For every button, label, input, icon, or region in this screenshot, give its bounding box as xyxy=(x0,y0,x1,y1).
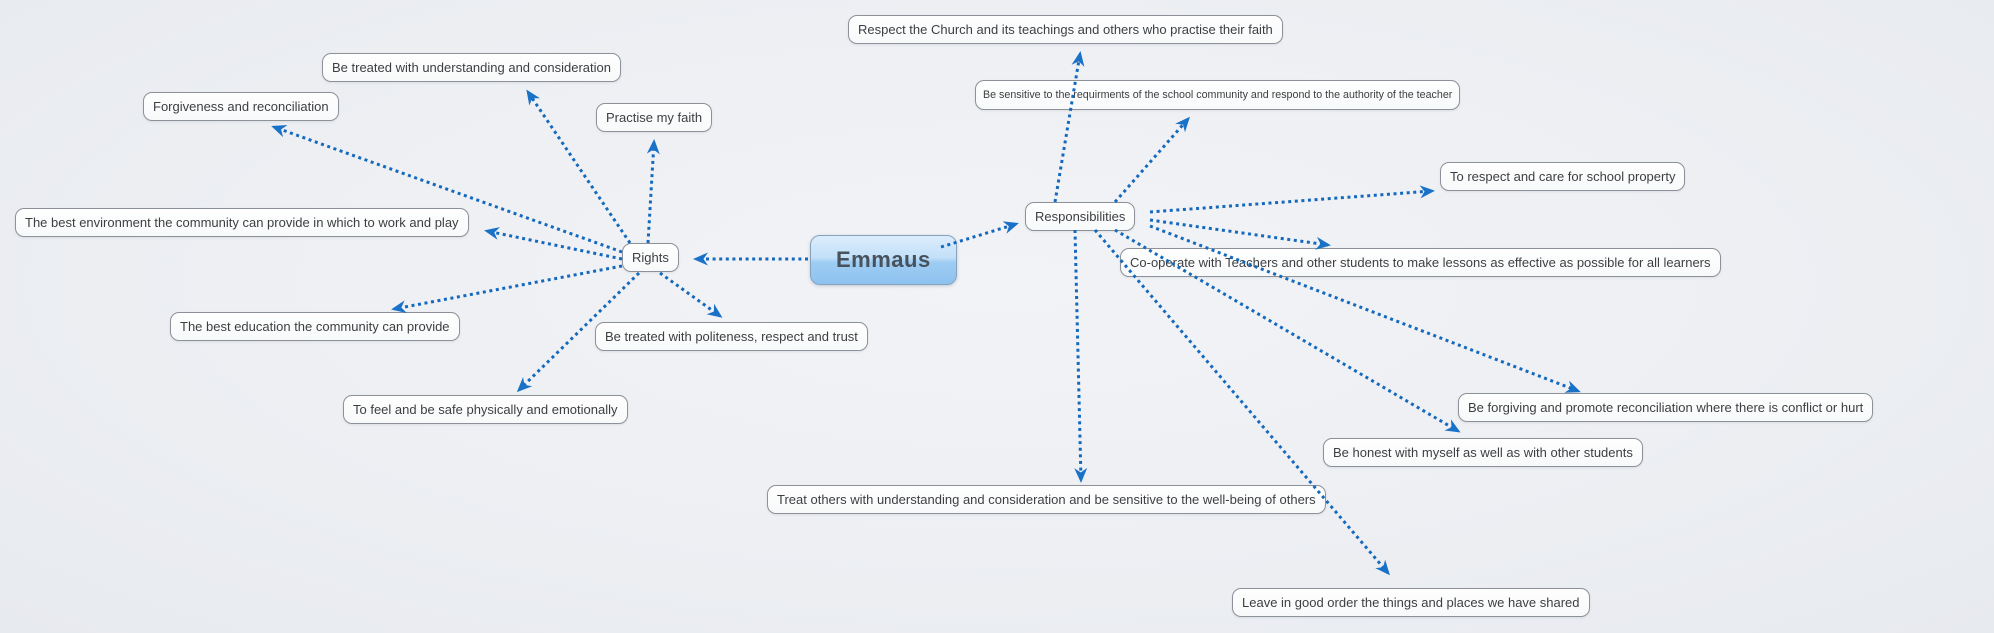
edge-resp-respect-church xyxy=(1053,51,1085,203)
node-responsibilities[interactable]: Responsibilities xyxy=(1025,202,1136,231)
edge-resp-treat-others xyxy=(1073,229,1088,483)
node-right-forgiveness-reconciliation[interactable]: Forgiveness and reconciliation xyxy=(143,92,339,121)
node-right-understanding-consideration[interactable]: Be treated with understanding and consid… xyxy=(322,53,621,82)
node-resp-cooperate-teachers[interactable]: Co-operate with Teachers and other stude… xyxy=(1120,248,1721,277)
node-resp-treat-others[interactable]: Treat others with understanding and cons… xyxy=(767,485,1326,514)
node-emmaus[interactable]: Emmaus xyxy=(810,235,957,285)
node-right-practise-my-faith[interactable]: Practise my faith xyxy=(596,103,713,132)
edge-resp-school-property xyxy=(1149,185,1435,214)
node-right-feel-safe[interactable]: To feel and be safe physically and emoti… xyxy=(343,395,628,424)
edge-rights-best-education xyxy=(391,264,623,314)
edge-rights-politeness xyxy=(659,271,723,318)
node-right-politeness-respect-trust[interactable]: Be treated with politeness, respect and … xyxy=(595,322,868,351)
node-resp-be-sensitive[interactable]: Be sensitive to the requirments of the s… xyxy=(975,80,1461,110)
node-resp-leave-good-order[interactable]: Leave in good order the things and place… xyxy=(1232,588,1590,617)
node-right-best-environment[interactable]: The best environment the community can p… xyxy=(15,208,469,237)
node-resp-be-forgiving[interactable]: Be forgiving and promote reconciliation … xyxy=(1458,393,1874,422)
edge-resp-cooperate xyxy=(1149,218,1331,250)
node-rights[interactable]: Rights xyxy=(622,243,679,272)
edge-rights-best-environment xyxy=(484,227,623,261)
node-resp-respect-school-property[interactable]: To respect and care for school property xyxy=(1440,162,1686,191)
node-resp-respect-church[interactable]: Respect the Church and its teachings and… xyxy=(848,15,1283,44)
edge-resp-be-sensitive xyxy=(1113,116,1190,203)
node-right-best-education[interactable]: The best education the community can pro… xyxy=(170,312,460,341)
node-resp-be-honest[interactable]: Be honest with myself as well as with ot… xyxy=(1323,438,1643,467)
edge-rights-practise-faith xyxy=(646,139,660,244)
edge-resp-leave-good-order xyxy=(1093,229,1390,576)
